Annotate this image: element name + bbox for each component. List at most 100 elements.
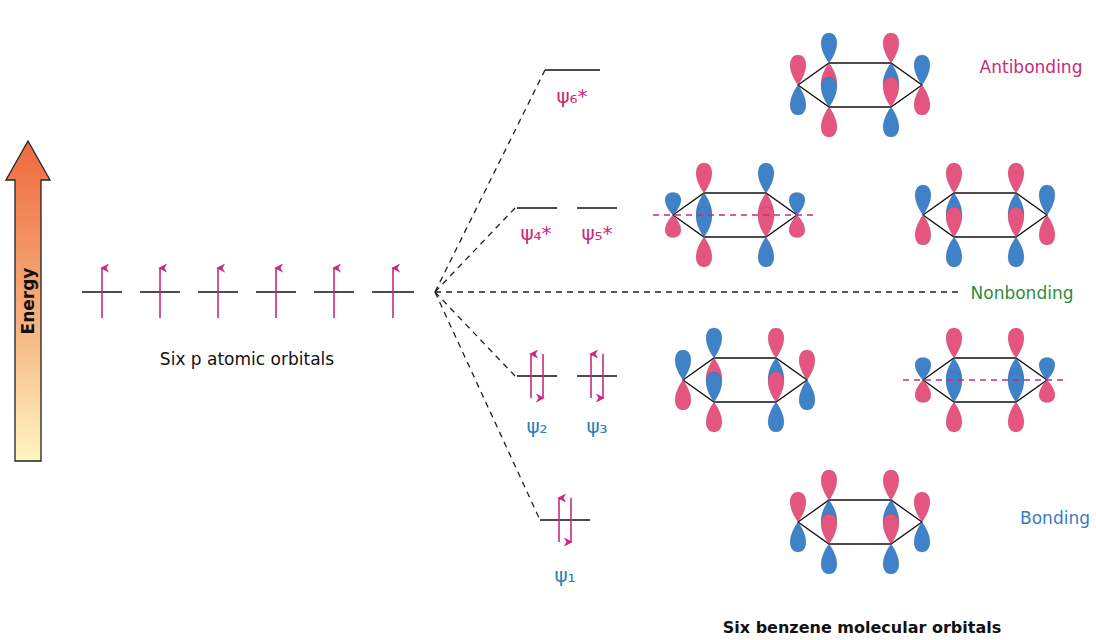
p-lobe — [821, 514, 837, 544]
correlation-line — [435, 292, 540, 520]
benzene-orbital — [790, 33, 930, 137]
orbital-name: ψ₆* — [556, 84, 587, 108]
p-lobe — [706, 328, 722, 358]
correlation-line — [653, 214, 817, 215]
benzene-ring — [798, 63, 922, 107]
p-lobe — [946, 207, 962, 237]
p-lobe — [790, 85, 806, 115]
electron-arrow — [275, 268, 277, 318]
p-lobe — [915, 358, 931, 381]
p-lobe — [758, 207, 774, 237]
p-lobe — [675, 380, 691, 410]
correlation-line — [435, 291, 960, 292]
orbital-name: ψ₁ — [554, 563, 575, 587]
p-lobe — [821, 77, 837, 107]
electron-arrow — [333, 268, 335, 318]
correlation-line — [435, 292, 515, 376]
energy-level — [517, 375, 557, 377]
benzene-ring — [683, 358, 807, 402]
p-lobe — [706, 402, 722, 432]
p-lobe — [1008, 372, 1024, 402]
correlation-line — [435, 208, 515, 292]
p-lobe — [665, 215, 681, 238]
p-lobe — [790, 522, 806, 552]
p-lobe — [1008, 237, 1024, 267]
electron-arrow — [530, 354, 532, 398]
benzene-orbital — [675, 328, 815, 432]
p-lobe — [799, 380, 815, 410]
p-lobe — [1039, 358, 1055, 381]
benzene-ring — [798, 500, 922, 544]
p-lobe — [883, 470, 899, 500]
energy-level — [517, 207, 557, 209]
p-lobe — [914, 55, 930, 85]
p-lobe — [883, 544, 899, 574]
p-lobe — [696, 163, 712, 193]
electron-arrow — [392, 268, 394, 318]
electron-arrow — [159, 268, 161, 318]
electron-arrow — [590, 354, 592, 398]
p-lobe — [883, 107, 899, 137]
region-label: Antibonding — [980, 57, 1083, 77]
orbital-name: ψ₄* — [520, 221, 551, 245]
p-lobe — [768, 372, 784, 402]
p-lobe — [915, 185, 931, 215]
benzene-ring — [923, 193, 1047, 237]
p-lobe — [768, 402, 784, 432]
p-lobe — [768, 328, 784, 358]
region-label: Nonbonding — [971, 283, 1074, 303]
energy-level — [545, 69, 600, 71]
p-lobe — [883, 33, 899, 63]
p-lobe — [883, 77, 899, 107]
orbital-name: ψ₅* — [581, 221, 612, 245]
p-lobe — [1008, 402, 1024, 432]
orbital-name: ψ₂ — [526, 414, 547, 438]
p-lobe — [883, 514, 899, 544]
p-lobe — [1008, 328, 1024, 358]
p-lobe — [914, 522, 930, 552]
p-lobe — [665, 193, 681, 216]
p-lobe — [758, 237, 774, 267]
p-lobe — [1008, 207, 1024, 237]
p-lobe — [821, 544, 837, 574]
ao-caption: Six p atomic orbitals — [160, 349, 334, 369]
electron-arrow — [570, 498, 572, 542]
p-lobe — [946, 163, 962, 193]
region-label: Bonding — [1020, 508, 1090, 528]
electron-arrow — [217, 268, 219, 318]
correlation-line — [903, 379, 1067, 380]
p-lobe — [696, 207, 712, 237]
electron-arrow — [558, 498, 560, 542]
energy-level — [577, 375, 617, 377]
energy-arrow: Energy — [5, 140, 51, 462]
benzene-orbital — [915, 163, 1055, 267]
p-lobe — [1039, 380, 1055, 403]
electron-arrow — [101, 268, 103, 318]
p-lobe — [758, 163, 774, 193]
p-lobe — [914, 85, 930, 115]
p-lobe — [946, 237, 962, 267]
energy-level — [540, 519, 590, 521]
energy-level — [577, 207, 617, 209]
p-lobe — [821, 33, 837, 63]
figure-caption: Six benzene molecular orbitals — [723, 618, 1001, 637]
p-lobe — [946, 402, 962, 432]
orbital-name: ψ₃ — [586, 414, 607, 438]
p-lobe — [915, 215, 931, 245]
p-lobe — [821, 107, 837, 137]
electron-arrow — [602, 354, 604, 398]
p-lobe — [1039, 185, 1055, 215]
p-lobe — [1008, 163, 1024, 193]
p-lobe — [789, 193, 805, 216]
p-lobe — [914, 492, 930, 522]
p-lobe — [946, 372, 962, 402]
correlation-line — [435, 70, 545, 292]
p-lobe — [821, 470, 837, 500]
p-lobe — [946, 328, 962, 358]
electron-arrow — [542, 354, 544, 398]
p-lobe — [790, 492, 806, 522]
p-lobe — [915, 380, 931, 403]
axis-label: Energy — [18, 268, 38, 335]
